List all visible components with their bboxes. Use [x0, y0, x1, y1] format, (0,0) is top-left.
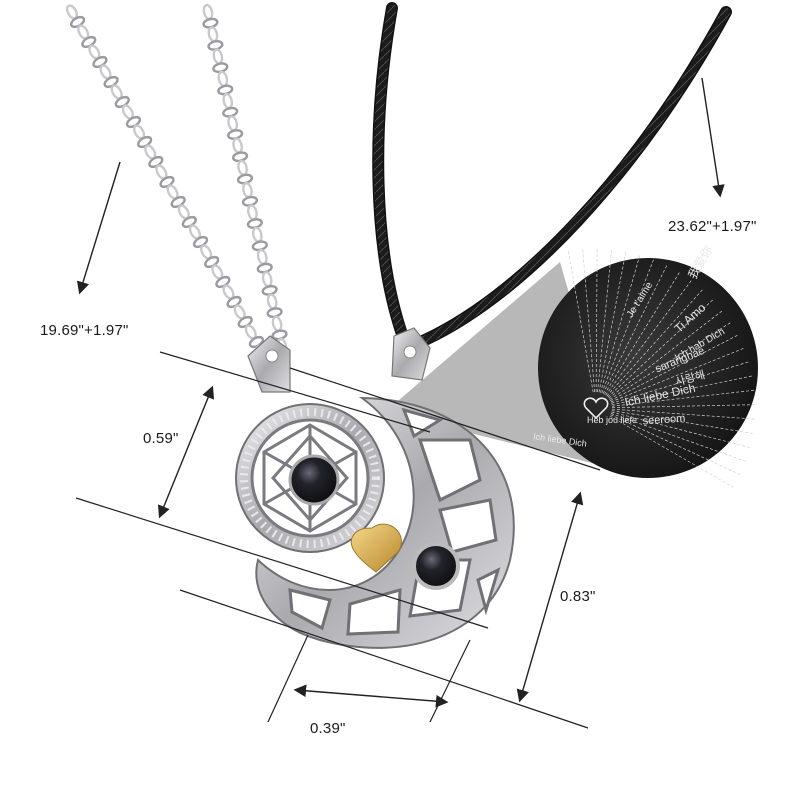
disc-text-line — [611, 408, 756, 420]
heart-icon — [583, 397, 609, 420]
disc-text-line — [611, 389, 756, 407]
disc-text-line — [610, 347, 745, 403]
chain-link — [212, 48, 224, 65]
chain-link — [247, 204, 258, 221]
disc-text-line — [610, 414, 742, 476]
silver-chain-length-label: 19.69"+1.97" — [40, 322, 129, 339]
silver-bail — [247, 335, 291, 393]
disc-text-line — [609, 415, 735, 489]
chain-link — [232, 137, 243, 154]
chain-link — [271, 315, 283, 332]
disc-text-line — [610, 334, 739, 401]
disc-text-line — [600, 254, 641, 393]
disc-text-line — [611, 361, 750, 404]
disc-text-line — [597, 248, 612, 393]
disc-text-line — [595, 248, 598, 393]
disc-text-line — [606, 288, 704, 397]
chain-link — [266, 293, 278, 310]
chain-link — [261, 271, 273, 288]
disc-text-line — [611, 410, 754, 434]
chain-link — [251, 226, 263, 243]
disc-text-line — [611, 411, 752, 449]
disc-text-line — [598, 250, 627, 393]
black-cord — [372, 2, 732, 350]
disc-text-line — [582, 248, 596, 393]
disc-text-line — [610, 413, 747, 463]
dimension-guides — [75, 351, 601, 729]
dimension-arrows — [76, 77, 725, 708]
chain-link — [222, 92, 234, 110]
disc-text-line — [605, 279, 693, 396]
chain-link — [256, 248, 268, 266]
cord-length-label: 23.62"+1.97" — [668, 218, 757, 235]
chain-link — [242, 182, 253, 199]
disc-text-line — [607, 299, 714, 398]
sun-pendant — [235, 403, 385, 553]
chain-link — [237, 159, 248, 176]
chain-link — [207, 26, 219, 43]
disc-text-line — [611, 404, 756, 409]
projection-stone-right — [412, 542, 460, 590]
disc-text-line — [601, 258, 655, 394]
cord-bail — [391, 327, 431, 381]
large-pendant-height-label: 0.83" — [560, 588, 596, 605]
disc-text-line — [604, 271, 681, 395]
small-pendant-height-label: 0.59" — [143, 430, 179, 447]
silver-chain — [65, 3, 288, 360]
chain-link — [202, 3, 214, 21]
disc-text-line — [611, 375, 753, 406]
disc-text-line — [567, 250, 594, 393]
gold-heart — [350, 523, 402, 573]
chain-link — [217, 70, 229, 87]
disc-text-line — [609, 321, 732, 400]
disc-phrase: Heb jou liefe — [586, 415, 638, 425]
projection-disc — [538, 248, 758, 489]
disc-text-line — [602, 264, 668, 394]
pendant-width-label: 0.39" — [310, 720, 346, 737]
chain-link — [227, 115, 239, 132]
disc-text-line — [608, 310, 723, 399]
projection-stone-left — [288, 454, 340, 506]
